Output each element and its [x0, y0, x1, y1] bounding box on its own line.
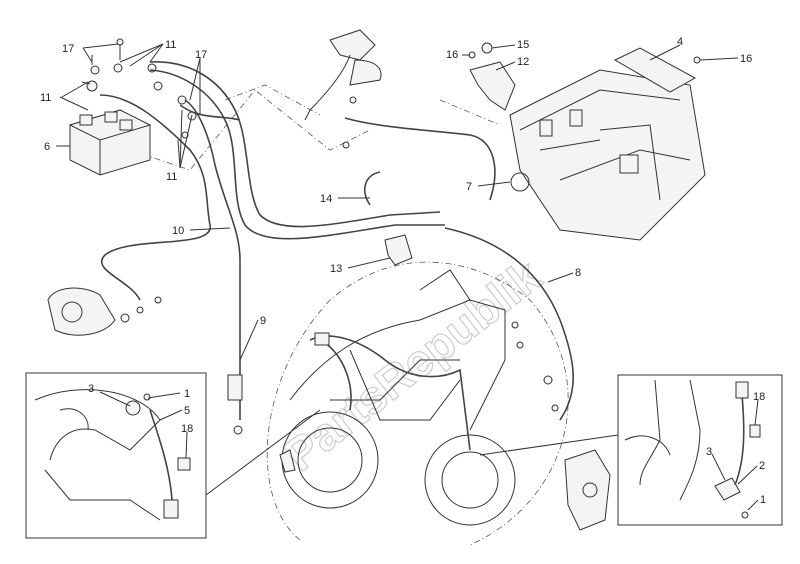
callout-16: 16: [740, 53, 752, 65]
callout-6: 6: [44, 141, 50, 153]
gear-symbol: [510, 172, 530, 192]
callout-17: 17: [195, 49, 207, 61]
callout-14: 14: [320, 193, 332, 205]
callout-leaders: [56, 43, 759, 511]
callout-3: 3: [706, 446, 712, 458]
callout-1: 1: [760, 494, 766, 506]
callout-numbers: 17 11 17 11 6 11 16 15 12 4 16 7 14 10 1…: [40, 36, 766, 506]
under-seat-tray: [509, 69, 706, 241]
detail-box-front: [617, 374, 783, 526]
rear-sensor-parts: [227, 374, 296, 473]
brake-hoses: [99, 61, 574, 421]
callout-15: 15: [517, 39, 529, 51]
callout-3: 3: [88, 383, 94, 395]
rear-caliper: [47, 287, 162, 336]
front-fittings: [511, 321, 559, 412]
detail-leader-rear: [205, 409, 321, 496]
hose-clip: [384, 234, 413, 266]
callout-1: 1: [184, 388, 190, 400]
front-brake-master: [304, 29, 382, 149]
abs-control-unit: [68, 109, 152, 176]
front-caliper: [564, 449, 611, 531]
rear-master-bracket: [468, 42, 516, 111]
callout-16: 16: [446, 49, 458, 61]
callout-8: 8: [575, 267, 581, 279]
detail-box-rear: [25, 372, 207, 539]
callout-18: 18: [181, 423, 193, 435]
callout-2: 2: [759, 460, 765, 472]
motorcycle: [281, 269, 516, 526]
callout-18: 18: [753, 391, 765, 403]
detail-leader-front: [479, 434, 619, 456]
watermark: PartsRepublik: [275, 249, 551, 481]
callout-10: 10: [172, 225, 184, 237]
callout-11: 11: [166, 171, 177, 183]
callout-13: 13: [330, 263, 342, 275]
callout-5: 5: [184, 405, 190, 417]
callout-4: 4: [677, 36, 683, 48]
callout-9: 9: [260, 315, 266, 327]
callout-12: 12: [517, 56, 529, 68]
callout-7: 7: [466, 181, 472, 193]
callout-11: 11: [40, 92, 51, 104]
sensor-wire-14: [364, 171, 381, 206]
callout-17: 17: [62, 43, 74, 55]
callout-11: 11: [165, 39, 176, 51]
